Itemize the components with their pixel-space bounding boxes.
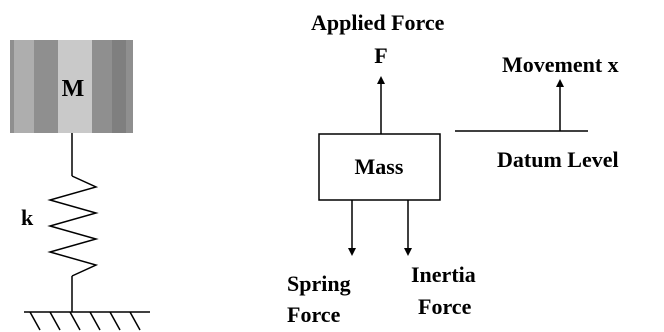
spring-label: k xyxy=(21,205,34,230)
mass-block-texture-left xyxy=(14,40,34,133)
mass-spring-system: M k xyxy=(10,40,150,331)
ground-hatch xyxy=(129,311,141,331)
ground-hatch xyxy=(29,311,41,331)
ground-hatch xyxy=(49,311,61,331)
datum-level-label: Datum Level xyxy=(497,147,619,172)
mass-block-texture-center xyxy=(58,40,92,133)
mass-block: M xyxy=(10,40,133,133)
applied-force-label: Applied Force xyxy=(311,10,445,35)
mass-block-label: M xyxy=(62,76,85,102)
mass-box xyxy=(318,133,441,201)
mass-box-label: Mass xyxy=(355,154,404,179)
ground xyxy=(24,311,150,331)
ground-hatch xyxy=(69,311,81,331)
ground-hatch xyxy=(89,311,101,331)
spring xyxy=(47,133,99,312)
free-body-diagram: Applied Force F Mass Movement x Datum Le… xyxy=(287,10,619,327)
mass-block-texture-right xyxy=(112,40,126,133)
inertia-force-label-line1: Inertia xyxy=(411,262,476,287)
movement-label: Movement x xyxy=(502,52,619,77)
ground-hatch xyxy=(109,311,121,331)
spring-force-label-line2: Force xyxy=(287,302,341,327)
inertia-force-label-line2: Force xyxy=(418,294,472,319)
spring-coil xyxy=(47,175,99,277)
spring-force-label-line1: Spring xyxy=(287,271,351,296)
force-symbol-label: F xyxy=(374,43,387,68)
